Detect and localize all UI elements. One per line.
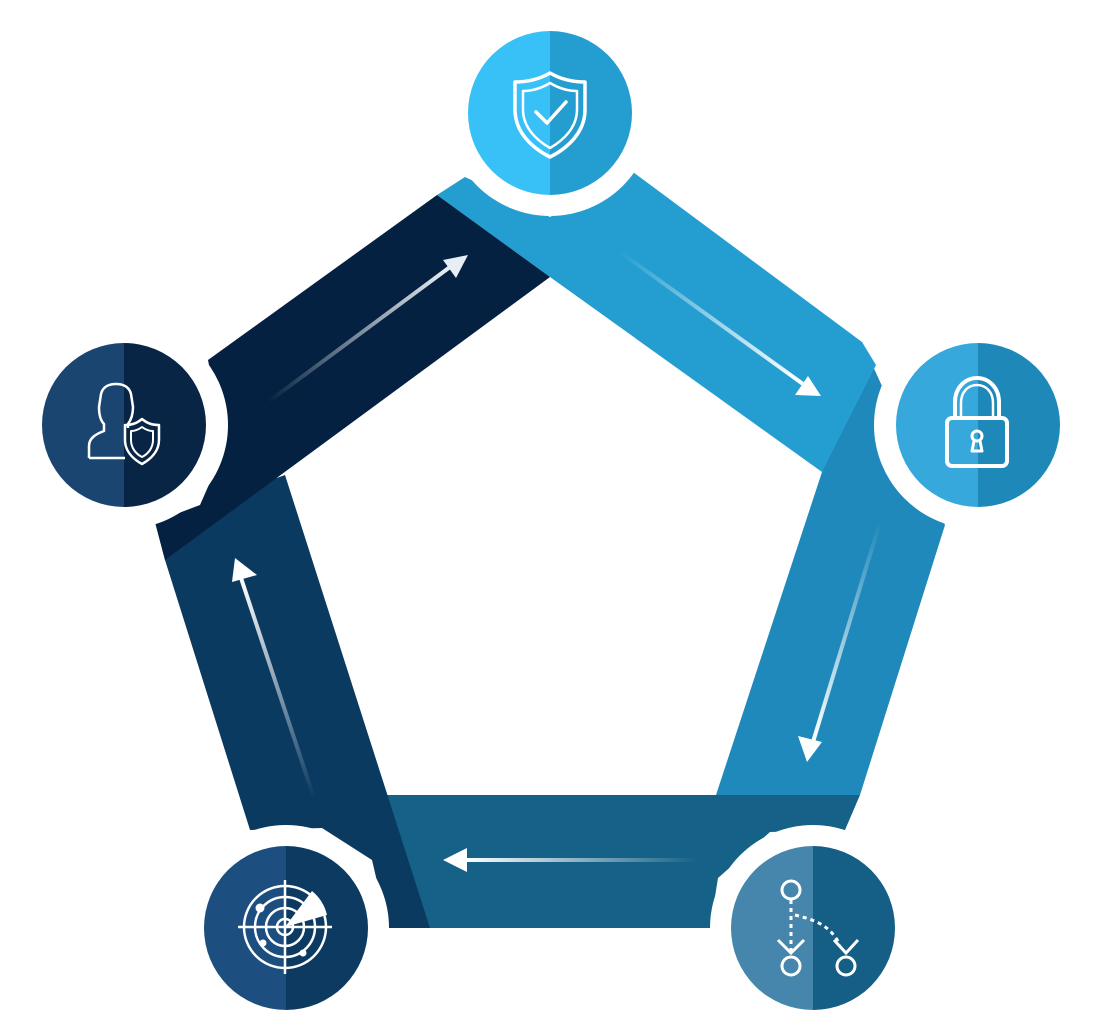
arrow-monitor-to-identity [232,558,316,800]
segment-identity-to-protect [155,195,550,560]
arrow-plan-to-monitor [443,848,700,872]
user-shield-icon [87,382,161,466]
padlock-icon [945,376,1009,468]
segment-protect-to-secure [437,172,876,472]
arrow-identity-to-protect [266,255,468,404]
arrow-head [798,736,822,762]
node-secure [874,321,1082,529]
radar-icon [238,880,332,974]
arrow-secure-to-plan [798,520,882,762]
cycle-segments [155,172,945,928]
node-protect [447,10,653,216]
branching-path-icon [776,879,860,977]
arrow-protect-to-secure [618,250,821,396]
arrow-head [443,255,468,278]
arrow-head [232,558,257,582]
node-identity [20,321,228,529]
arrow-head [795,376,821,396]
node-monitor [183,825,389,1031]
segment-monitor-to-identity [155,475,430,928]
cycle-arrows [232,250,882,872]
arrow-head [443,848,467,872]
shield-check-icon [513,71,587,159]
node-plan [710,825,916,1031]
